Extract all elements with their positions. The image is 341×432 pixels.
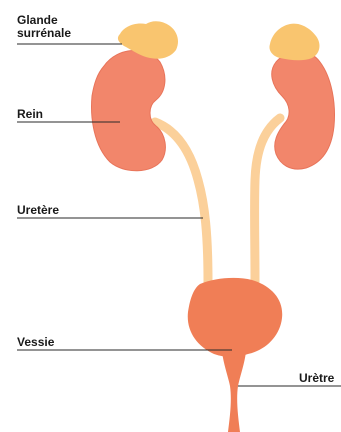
bladder xyxy=(188,278,282,357)
kidney-label: Rein xyxy=(17,108,43,121)
urethra xyxy=(222,352,246,432)
right-kidney xyxy=(272,52,335,170)
bladder-label: Vessie xyxy=(17,336,54,349)
right-adrenal-gland xyxy=(269,24,319,61)
ureter-label: Uretère xyxy=(17,204,59,217)
left-kidney xyxy=(92,50,166,170)
urethra-label: Urètre xyxy=(299,372,334,385)
adrenal-gland-label-line2: surrénale xyxy=(17,27,71,40)
adrenal-gland-label: Glande surrénale xyxy=(17,14,71,40)
